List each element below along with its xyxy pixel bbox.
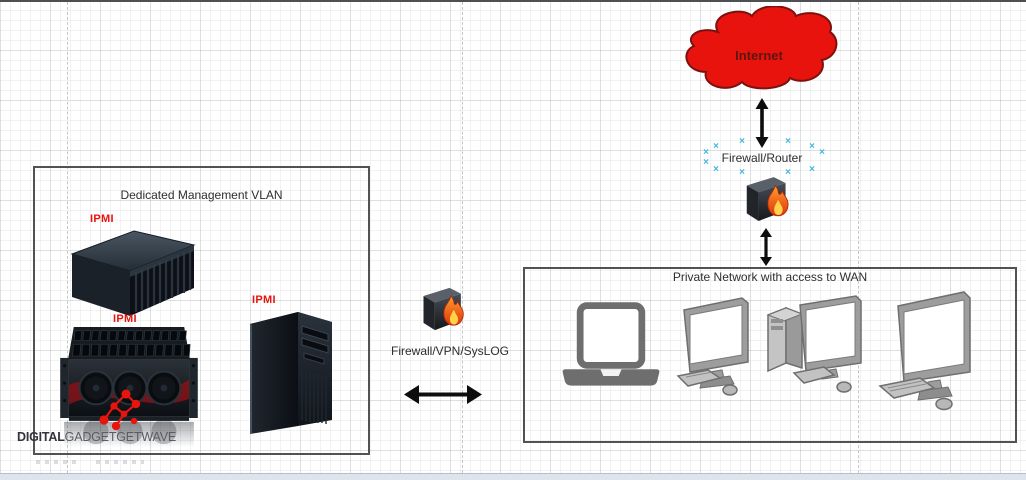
- laptop-node[interactable]: [558, 298, 664, 398]
- private-network-title[interactable]: Private Network with access to WAN: [672, 270, 868, 284]
- rack-server-node[interactable]: [66, 224, 198, 320]
- page-break-line: [462, 2, 463, 473]
- selection-handle-icon[interactable]: ×: [703, 157, 709, 168]
- management-vlan-title[interactable]: Dedicated Management VLAN: [120, 188, 283, 202]
- selection-handle-icon[interactable]: ×: [785, 136, 791, 147]
- internet-label[interactable]: Internet: [735, 48, 783, 63]
- selection-handle-icon[interactable]: ×: [713, 164, 719, 175]
- fan-server-icon: [60, 326, 198, 448]
- gateway-label[interactable]: Firewall/VPN/SysLOG: [390, 344, 510, 358]
- private-network-box[interactable]: [523, 267, 1017, 443]
- watermark-text-bold: DIGITAL: [17, 430, 65, 444]
- ipmi-label-2[interactable]: IPMI: [113, 313, 137, 325]
- tower-server-icon: [250, 312, 332, 434]
- fan-server-node[interactable]: [56, 325, 202, 449]
- gateway-firewall-node[interactable]: [417, 281, 469, 337]
- selection-handle-icon[interactable]: ×: [809, 164, 815, 175]
- page-break-line: [858, 2, 859, 473]
- internet-cloud-node[interactable]: Internet: [680, 6, 838, 92]
- desktop-computer-node[interactable]: [676, 296, 764, 398]
- selection-handle-icon[interactable]: ×: [703, 147, 709, 158]
- monitor-keyboard-mouse-icon: [676, 297, 749, 396]
- selection-handle-icon[interactable]: ×: [739, 136, 745, 147]
- tower-monitor-keyboard-icon: [766, 295, 862, 393]
- link-arrow-vlan-lan[interactable]: [403, 380, 483, 409]
- top-border-line: [0, 0, 1026, 2]
- link-arrow-firewall-lan[interactable]: [756, 228, 776, 266]
- network-graph-logo-icon: [99, 389, 141, 431]
- watermark-subtext-smudge: [36, 460, 80, 464]
- watermark-text-rest: GADGETGETWAVE: [64, 430, 177, 444]
- double-arrow-vertical-icon: [755, 98, 769, 148]
- watermark-text: DIGITALGADGETGETWAVE: [17, 430, 176, 444]
- selection-handle-icon[interactable]: ×: [819, 147, 825, 158]
- firewall-router-node[interactable]: [740, 170, 794, 228]
- bottom-scrollbar-band[interactable]: [0, 473, 1026, 480]
- monitor-keyboard-mouse-icon: [878, 291, 971, 411]
- selection-handle-icon[interactable]: ×: [809, 141, 815, 152]
- desktop-computer-node[interactable]: [876, 290, 982, 416]
- rack-server-icon: [70, 230, 196, 316]
- cloud-icon: [685, 6, 838, 90]
- link-arrow-internet-firewall[interactable]: [751, 98, 773, 148]
- firewall-icon: [423, 287, 464, 331]
- selection-handle-icon[interactable]: ×: [739, 167, 745, 178]
- management-vlan-box[interactable]: [33, 166, 370, 455]
- ipmi-label-1[interactable]: IPMI: [90, 213, 114, 225]
- page-break-line: [67, 2, 68, 473]
- watermark-subtext-smudge: [96, 460, 144, 464]
- laptop-icon: [562, 302, 660, 386]
- double-arrow-horizontal-icon: [404, 385, 482, 404]
- workstation-node[interactable]: [760, 293, 866, 399]
- firewall-router-label[interactable]: Firewall/Router: [721, 151, 803, 165]
- firewall-icon: [746, 177, 789, 221]
- selection-handle-icon[interactable]: ×: [785, 167, 791, 178]
- double-arrow-vertical-icon: [760, 228, 772, 266]
- selection-handle-icon[interactable]: ×: [713, 141, 719, 152]
- watermark-logo: [96, 388, 154, 432]
- tower-server-node[interactable]: [244, 304, 340, 439]
- ipmi-label-3[interactable]: IPMI: [252, 294, 276, 306]
